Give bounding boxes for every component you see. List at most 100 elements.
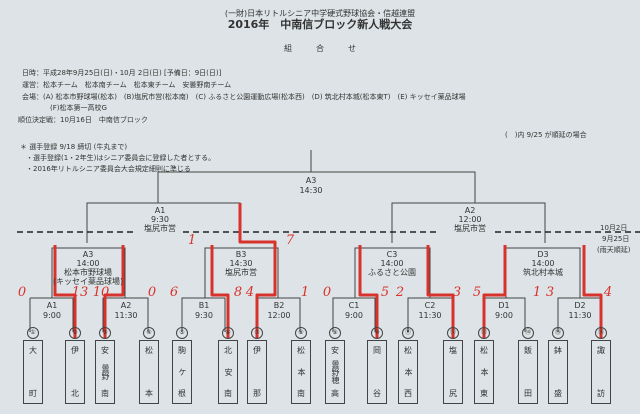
team-box: 松本	[139, 340, 159, 404]
team-box: 松本南	[291, 340, 311, 404]
team-box: 塩尻	[443, 340, 463, 404]
match-code: B1	[198, 301, 210, 310]
quarter-venue: 松本市野球場	[64, 268, 112, 277]
match-code: B2	[273, 301, 285, 310]
handwritten-score: 1	[300, 285, 310, 300]
team-number: ⑬	[478, 327, 490, 339]
team-box: 北安南	[218, 340, 238, 404]
team-name-top: 安	[331, 346, 339, 355]
date-upper: 10月2日	[600, 224, 628, 232]
quarter-venue: ふるさと公園	[368, 268, 416, 277]
quarter-venue2: (キッセイ薬品球場)	[52, 277, 124, 286]
org-name: (一財)日本リトルシニア中学硬式野球協会・信越連盟	[224, 9, 416, 18]
semi2-code: A2	[464, 206, 476, 215]
semi2-time: 12:00	[458, 215, 482, 224]
handwritten-score: 4	[603, 285, 613, 300]
team-name-bot: 本	[145, 389, 153, 398]
match-time: 11:30	[568, 311, 592, 320]
team-name-bot: 西	[404, 389, 412, 398]
team-box: 鉢盛	[548, 340, 568, 404]
semi2-venue: 塩尻市営	[454, 224, 486, 233]
team-name-mid: ケ	[178, 368, 187, 376]
team-name-bot: 南	[224, 389, 232, 398]
subtitle: 組 合 せ	[284, 44, 356, 53]
info-venues: 会場：(A) 松本市野球場(松本) (B)塩尻市営(松本南) (C) ふるさと公…	[22, 93, 466, 101]
team-name-top: 伊	[253, 346, 261, 355]
team-name-bot: 南	[297, 389, 305, 398]
quarter-code: A3	[82, 250, 94, 259]
team-name-top: 大	[29, 346, 37, 355]
match-code: C2	[424, 301, 436, 310]
team-name-bot: 北	[71, 389, 79, 398]
team-name-bot: 盛	[554, 389, 562, 398]
match-code: C1	[348, 301, 360, 310]
handwritten-score: 5	[472, 285, 482, 300]
team-name-top: 岡	[373, 346, 381, 355]
info-ranking: 順位決定戦：10月16日 中南信ブロック	[18, 116, 148, 124]
handwritten-score: 0	[322, 285, 332, 300]
team-name-top: 諏	[597, 346, 605, 355]
final-code: A3	[305, 176, 317, 185]
handwritten-score: 10	[92, 285, 110, 300]
team-name-bot: 町	[29, 389, 37, 398]
team-name-bot: 根	[178, 389, 186, 398]
team-name-top: 駒	[178, 346, 186, 355]
team-name-bot: 南	[101, 389, 109, 398]
handwritten-score: 4	[245, 285, 255, 300]
quarter-code: C3	[386, 250, 398, 259]
note-1: ＊ 選手登録 9/18 締切 (牛丸まで)	[20, 143, 128, 151]
team-box: 諏訪	[591, 340, 611, 404]
handwritten-score: 6	[169, 285, 179, 300]
team-name-top: 松	[404, 346, 412, 355]
handwritten-score: 0	[147, 285, 157, 300]
team-name-top: 北	[224, 346, 232, 355]
team-box: 伊那	[247, 340, 267, 404]
note-3: ・2016年リトルシニア委員会大会規定細則に準じる	[26, 165, 191, 173]
team-name-bot: 谷	[373, 389, 381, 398]
team-box: 駒ケ根	[172, 340, 192, 404]
final-time: 14:30	[299, 186, 323, 195]
match-code: A1	[46, 301, 58, 310]
handwritten-score: 0	[17, 285, 27, 300]
team-name-bot: 高	[331, 389, 339, 398]
team-name-top: 松	[480, 346, 488, 355]
handwritten-score: 2	[395, 285, 405, 300]
handwritten-score: 7	[285, 233, 295, 248]
match-code: D1	[498, 301, 510, 310]
team-box: 松本西	[398, 340, 418, 404]
handwritten-score: 3	[545, 285, 555, 300]
match-time: 9:00	[345, 311, 363, 320]
team-name-bot: 尻	[449, 389, 457, 398]
handwritten-score: 13	[71, 285, 89, 300]
team-name-top: 松	[297, 346, 305, 355]
team-name-top: 塩	[449, 346, 457, 355]
handwritten-score: 1	[187, 233, 197, 248]
team-number: ⑮	[552, 327, 564, 339]
team-number: ⑨	[329, 327, 341, 339]
handwritten-score: 5	[380, 285, 390, 300]
team-number: ⑪	[402, 327, 414, 339]
team-box: 安曇野穂高	[325, 340, 345, 404]
team-name-mid: 安	[224, 368, 233, 376]
team-number: ②	[69, 327, 81, 339]
handwritten-score: 3	[452, 285, 462, 300]
semi1-time: 9:30	[151, 215, 169, 224]
team-box: 大町	[23, 340, 43, 404]
team-name-top: 安	[101, 346, 109, 355]
match-time: 9:00	[43, 311, 61, 320]
quarter-code: D3	[537, 250, 549, 259]
team-number: ⑤	[176, 327, 188, 339]
match-time: 12:00	[267, 311, 291, 320]
quarter-venue: 筑北村本城	[523, 268, 563, 277]
info-date: 日時：平成28年9月25日(日)・10月 2日(日) [予備日：9日(日)]	[22, 69, 222, 77]
info-operation: 運営：松本チーム 松本南チーム 松本東チーム 安曇野南チーム	[22, 81, 232, 89]
quarter-time: 14:00	[531, 259, 555, 268]
match-time: 9:30	[195, 311, 213, 320]
match-code: D2	[574, 301, 586, 310]
quarter-time: 14:00	[380, 259, 404, 268]
team-box: 安曇野南	[95, 340, 115, 404]
team-name-bot: 東	[480, 389, 488, 398]
rain-note: (雨天順延)	[597, 246, 631, 254]
team-box: 伊北	[65, 340, 85, 404]
